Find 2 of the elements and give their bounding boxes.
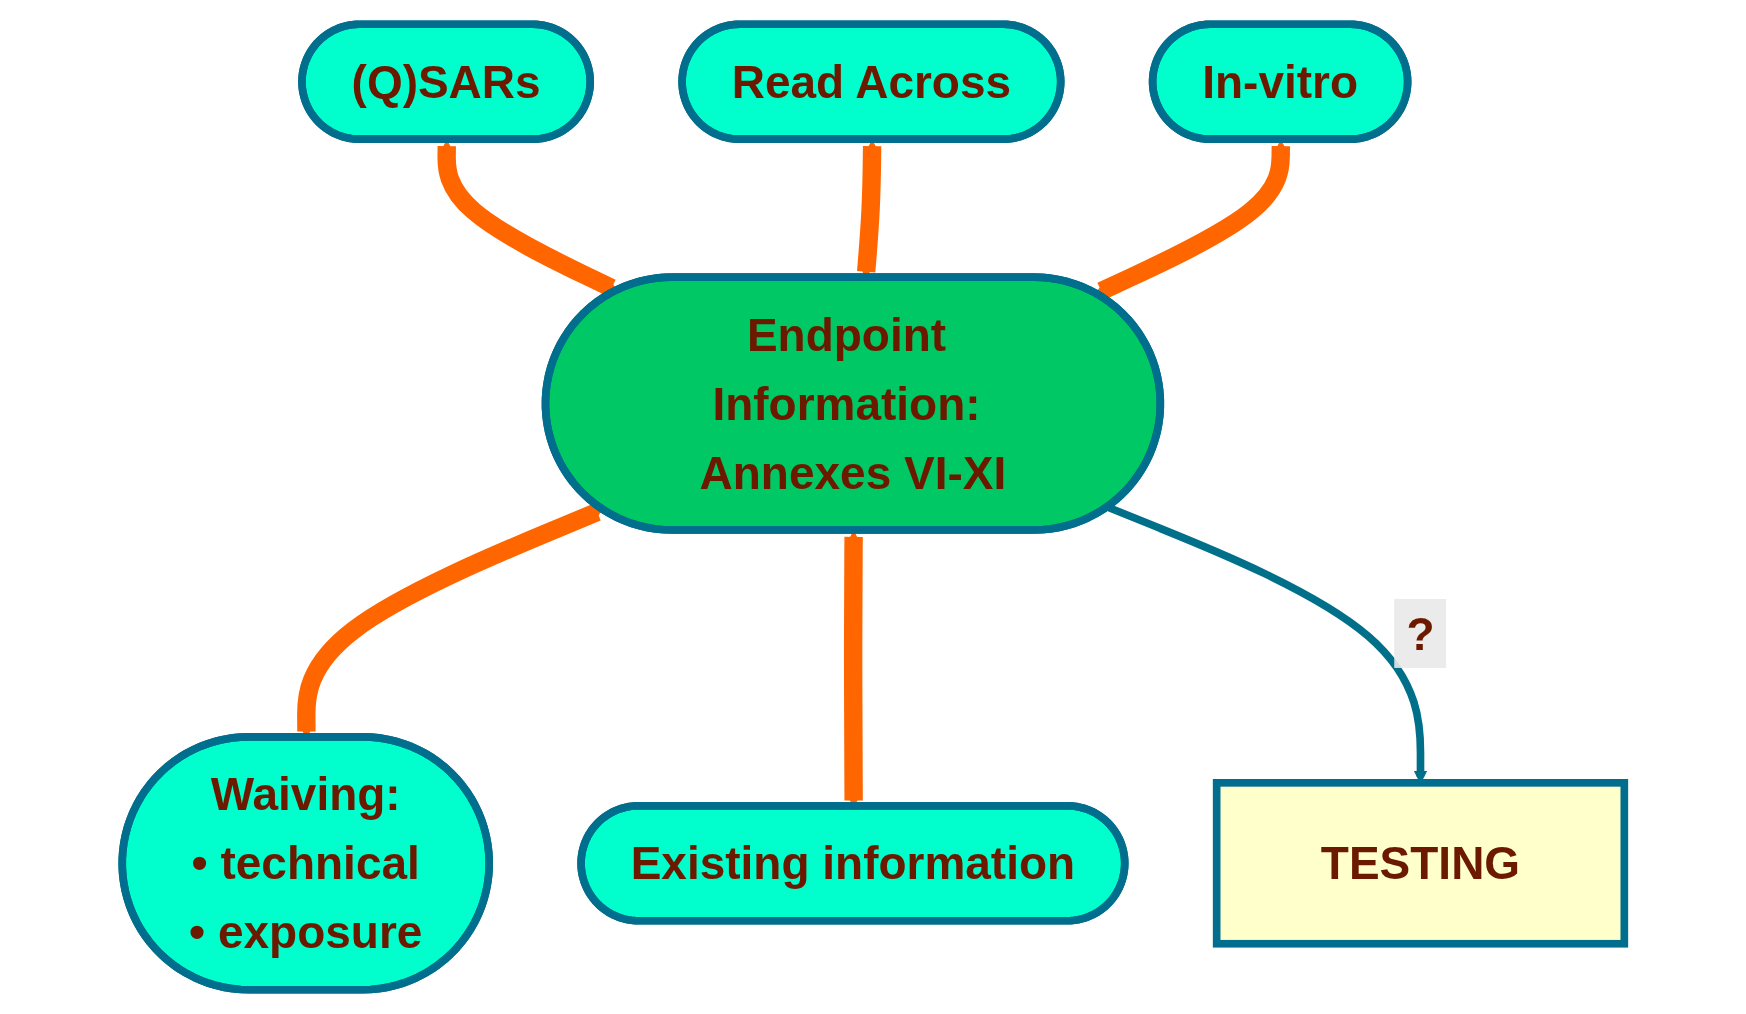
edge-label: ? — [1406, 608, 1435, 659]
node-box: TESTING — [1212, 779, 1628, 948]
